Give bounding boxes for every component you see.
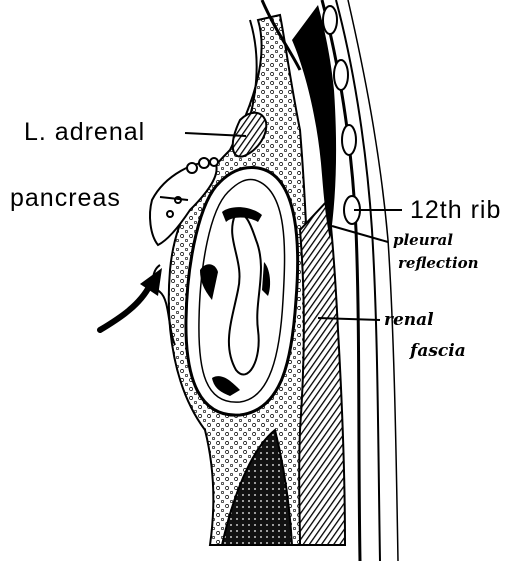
label-pleural: pleural (393, 233, 453, 248)
arrow (100, 285, 150, 330)
muscle-column (299, 200, 345, 545)
label-12th-rib: 12th rib (410, 198, 501, 223)
label-renal: renal (384, 312, 434, 329)
label-fascia: fascia (410, 343, 466, 360)
label-l-adrenal: L. adrenal (24, 120, 145, 145)
label-reflection: reflection (398, 256, 479, 271)
label-pancreas: pancreas (10, 186, 121, 211)
